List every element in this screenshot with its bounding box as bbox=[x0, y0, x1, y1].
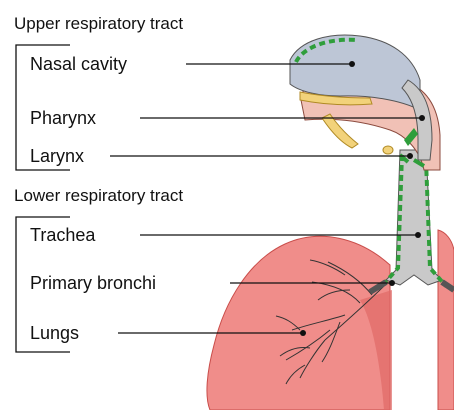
left-lung bbox=[207, 236, 390, 410]
trachea-label: Trachea bbox=[30, 224, 95, 246]
lower-tract-title: Lower respiratory tract bbox=[14, 186, 183, 206]
right-lung bbox=[438, 230, 454, 410]
larynx-label: Larynx bbox=[30, 145, 84, 167]
upper-tract-title: Upper respiratory tract bbox=[14, 14, 183, 34]
primary-bronchi-label: Primary bronchi bbox=[30, 272, 156, 294]
hyoid-bone bbox=[383, 146, 393, 154]
nasal-cavity-label: Nasal cavity bbox=[30, 53, 127, 75]
lungs-label: Lungs bbox=[30, 322, 79, 344]
pharynx-label: Pharynx bbox=[30, 107, 96, 129]
